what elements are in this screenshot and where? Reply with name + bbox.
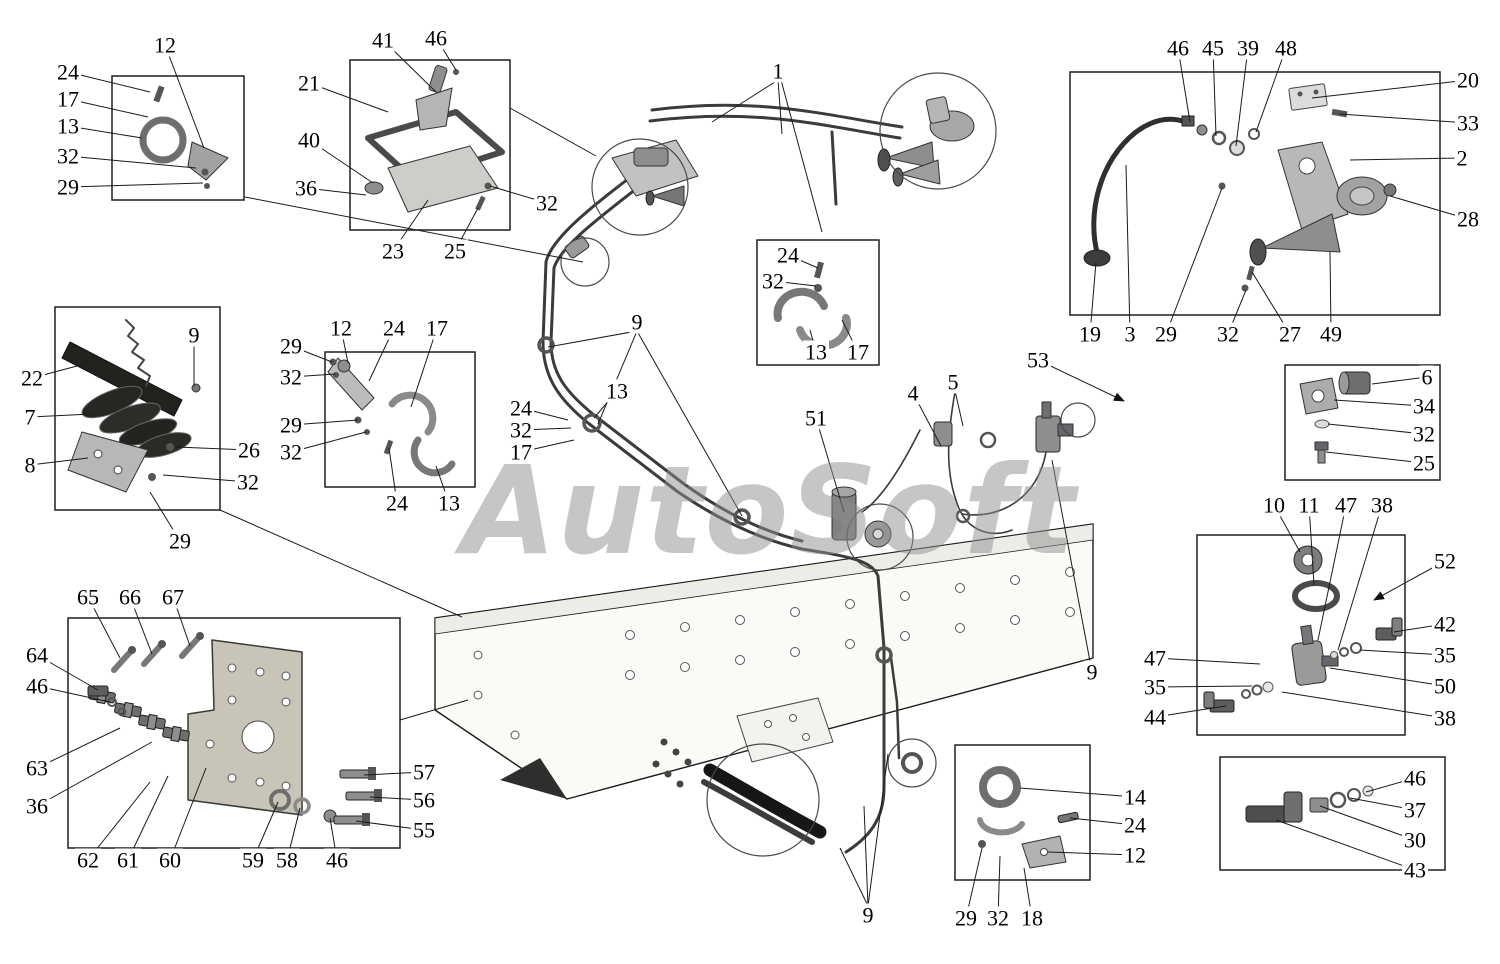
leader-line [67,155,197,169]
callout-circles-layer [560,72,1096,857]
leader-line [965,847,983,919]
leader-line [839,847,869,907]
brake-valve [564,139,699,259]
valve-fittings-detail [1203,545,1403,713]
leader-line [520,427,572,431]
callout-circle [706,743,820,857]
leader-line [87,781,151,861]
leader-line [1317,504,1347,641]
detail-box [111,75,245,201]
leader-line [1154,685,1253,688]
leader-line [1037,359,1125,402]
leader-line [36,741,153,807]
leader-line [711,79,779,123]
leader-line [1325,451,1425,464]
callout-circle [846,503,914,571]
leader-line [1165,187,1223,335]
leader-line [399,699,469,721]
pipe-clamp-detail [773,261,851,350]
leader-line [912,392,942,447]
wiring-harness [652,738,827,845]
leader-line [597,330,638,425]
leader-line [1337,504,1383,651]
horn-assembly [877,96,975,187]
leader-line [1359,649,1446,656]
leader-line [1154,657,1261,665]
leader-line [1371,376,1428,385]
leader-line [1125,164,1131,335]
leader-line [127,775,169,861]
bracket-fittings-detail [87,632,382,826]
leader-line [509,107,597,157]
leader-line [1255,47,1287,133]
leader-line [1177,47,1191,123]
leader-line [1339,113,1469,124]
leader-line [777,79,783,135]
leader-line [67,71,151,93]
leader-line [1327,423,1425,435]
leader-line [164,44,205,149]
frame-rail [434,523,1094,800]
leader-line [1051,459,1093,673]
horn-compressor-detail [1083,83,1397,292]
leader-line [29,413,93,418]
leader-line [1212,47,1217,137]
leader-line [36,727,121,769]
guard-bracket-detail [61,319,201,493]
leader-line [815,417,845,513]
bushing-bracket-detail [1299,371,1371,464]
leader-line [1308,504,1315,586]
leader-line [410,327,438,408]
leader-line [1349,157,1463,161]
leader-line [1311,79,1469,99]
leader-line [162,474,249,483]
leader-line [1235,47,1249,147]
detail-box [954,744,1091,881]
callout-circle [560,237,610,287]
callout-circle [879,72,997,190]
leader-line [593,390,618,419]
leader-line [1333,399,1425,407]
leader-line [547,330,638,348]
centre-valve [831,401,1074,548]
leader-line [1329,667,1446,687]
leader-line [1047,851,1136,856]
main-illustration [61,65,1403,869]
leader-line [520,407,569,421]
callout-circle [591,138,689,236]
leader-line [1319,805,1416,841]
leader-line [867,753,889,907]
leader-line [308,82,389,113]
leader-line [863,805,869,907]
tube-clamps [537,336,923,774]
leader-line [520,439,575,453]
leader-line [67,98,149,118]
callout-circle [1060,402,1096,438]
leader-line [1019,787,1136,798]
leader-line [780,79,823,233]
leader-line [29,457,89,466]
leader-line [952,381,964,427]
leader-line [1089,261,1097,335]
clamp-bracket-detail [977,766,1079,869]
leader-line [1329,251,1332,335]
leader-line [1281,691,1446,719]
callout-circle [887,738,937,788]
leader-line [67,182,204,188]
leader-line [169,767,207,861]
leader-line [244,196,584,263]
leader-line [219,509,463,618]
clamp-assembly-detail [139,85,229,189]
leader-line [636,330,743,517]
leader-line [1275,819,1416,871]
elbow-fitting-detail [1245,785,1374,823]
